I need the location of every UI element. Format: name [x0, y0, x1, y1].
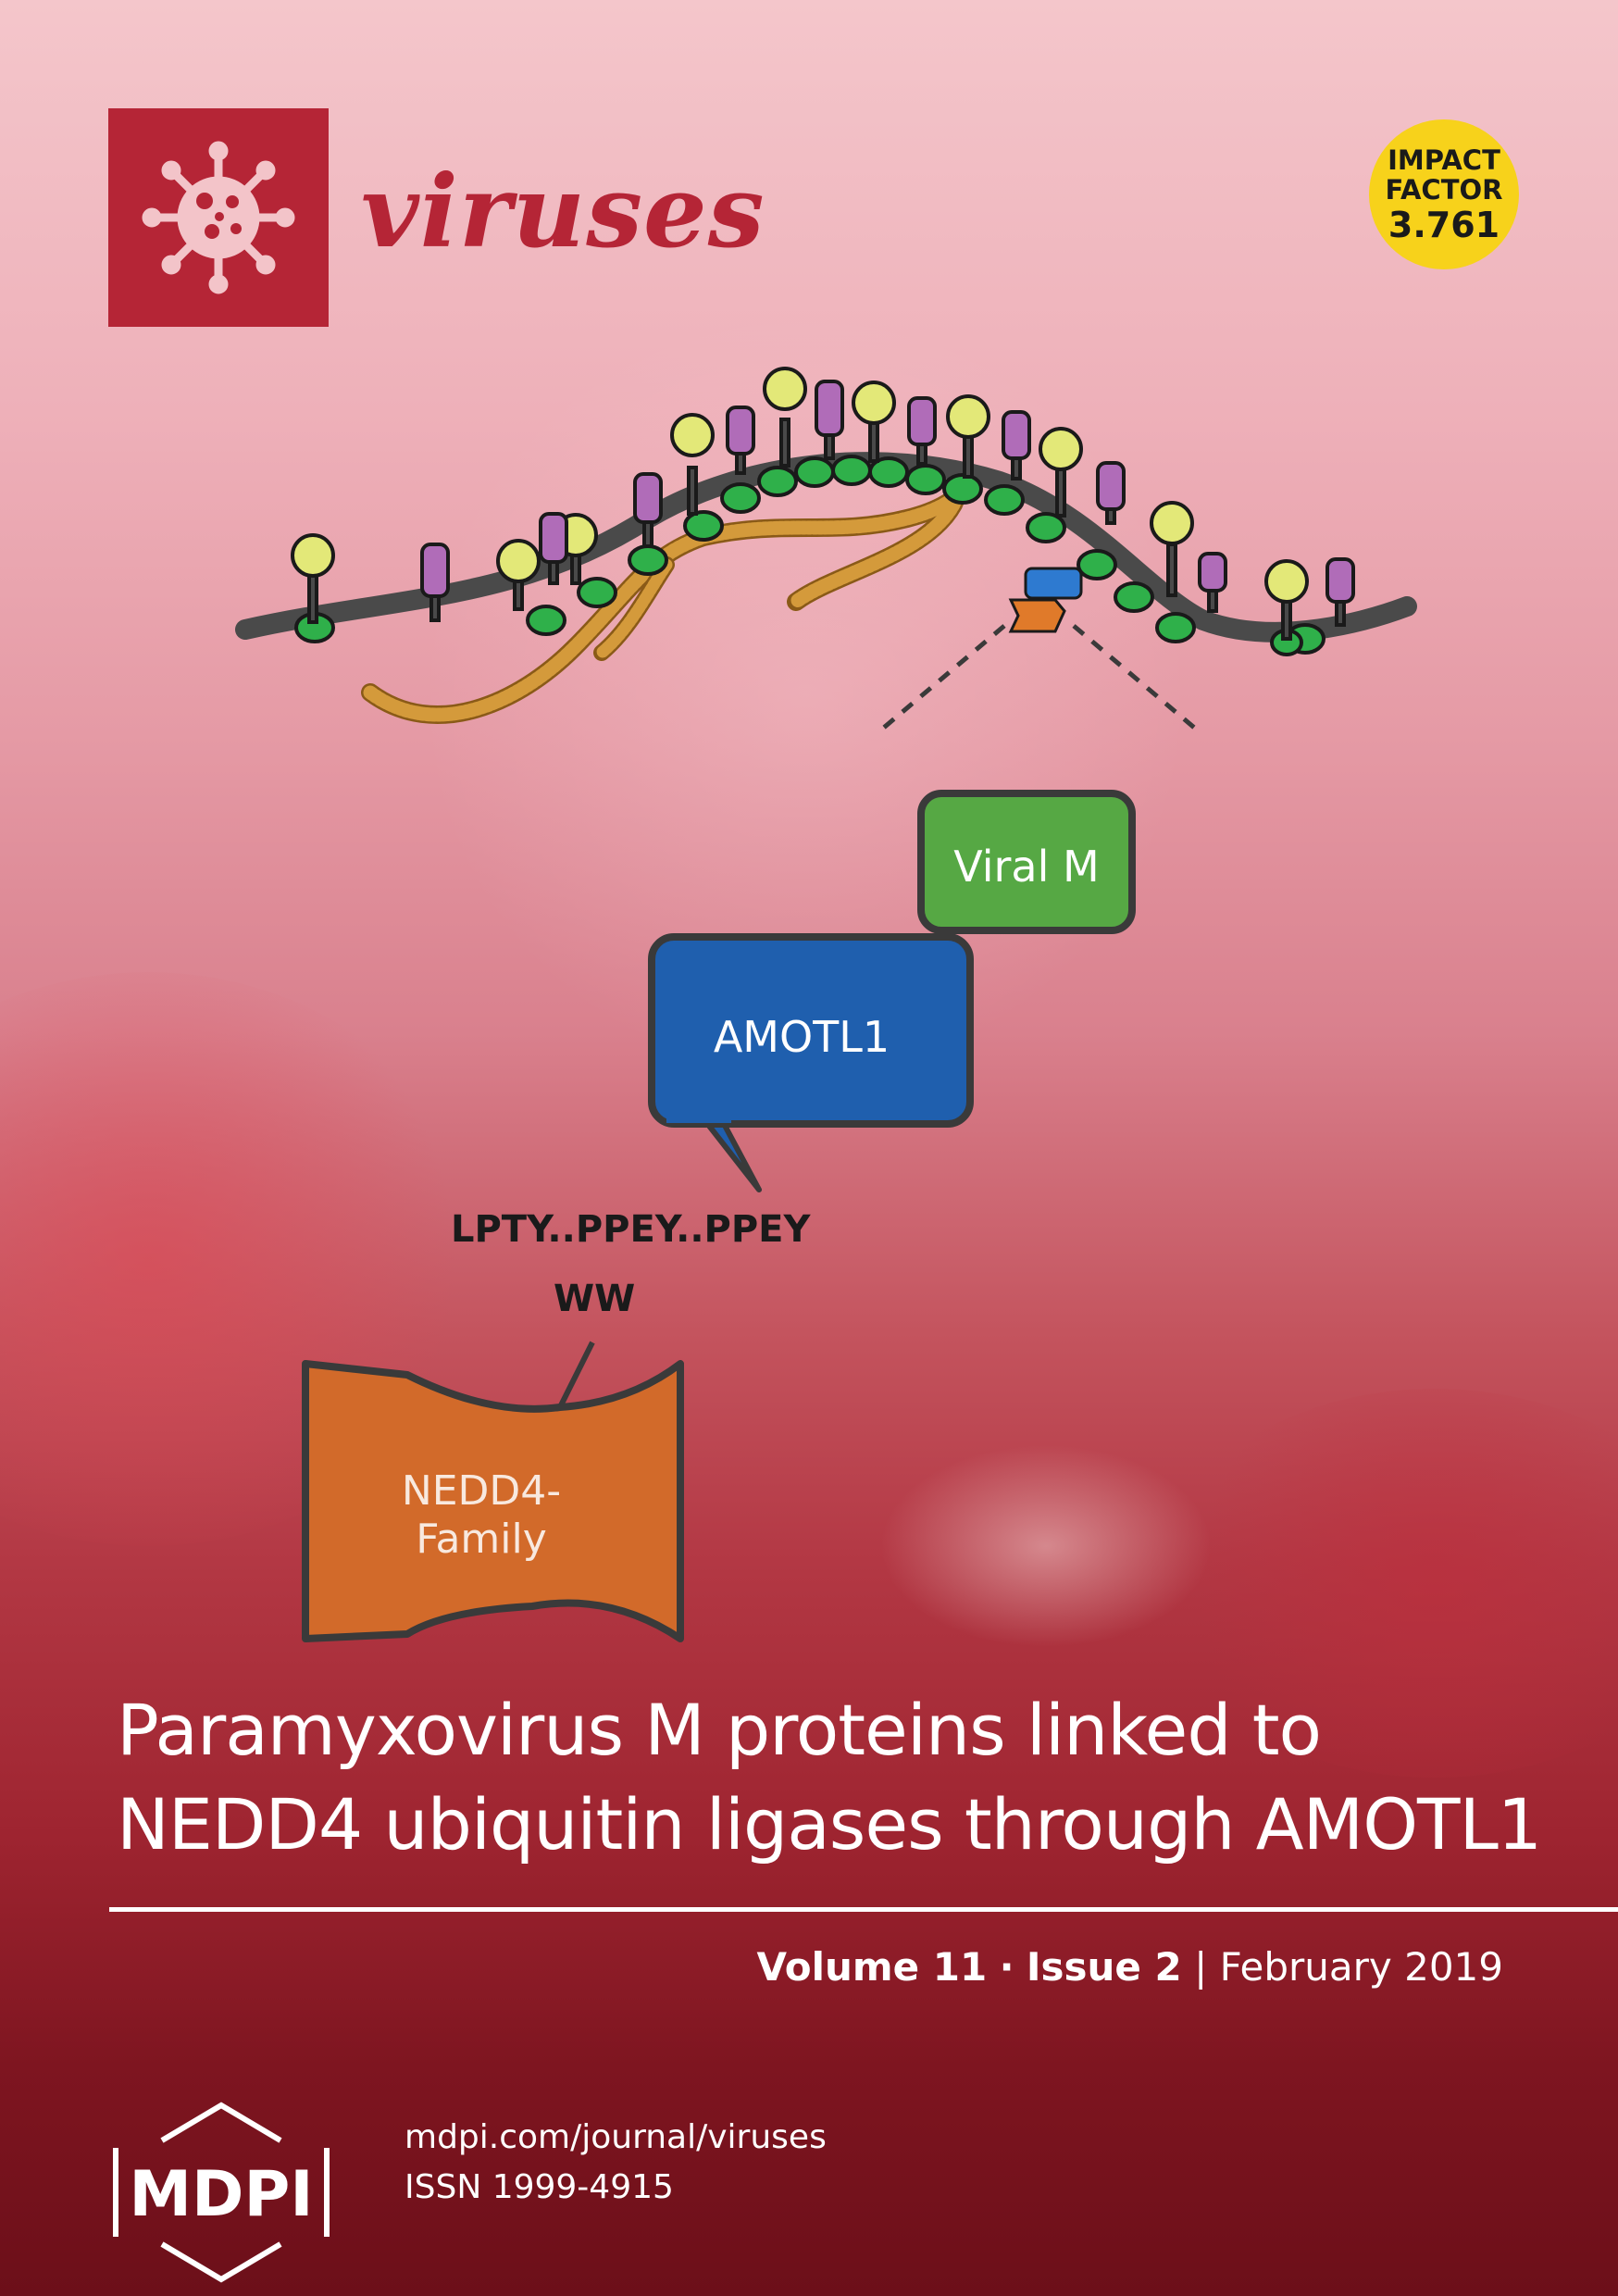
fusion-glycoproteins: [420, 380, 1355, 627]
impact-factor-badge: IMPACT FACTOR 3.761: [1369, 119, 1519, 269]
issue-label: Issue 2: [1026, 1944, 1182, 1990]
amotl1-box: AMOTL1: [648, 933, 974, 1192]
matrix-proteins: [294, 455, 1326, 656]
viral-membrane: [235, 452, 1417, 643]
hexagon-icon: [113, 2102, 330, 2283]
cover-diagram: Viral M AMOTL1 NEDD4- Family: [235, 367, 1417, 1642]
issue-date: February 2019: [1219, 1944, 1503, 1990]
attachment-glycoproteins: [291, 367, 1309, 641]
title-line-2: NEDD4 ubiquitin ligases through AMOTL1: [117, 1783, 1542, 1866]
virus-icon: [142, 141, 295, 294]
title-divider: [109, 1907, 1618, 1912]
issue-info: Volume 11 · Issue 2 | February 2019: [757, 1944, 1503, 1990]
nedd4-family-box: NEDD4- Family: [302, 1341, 684, 1642]
zoom-lines: [877, 624, 1201, 733]
journal-logo: [108, 108, 329, 327]
motif-sequence: LPTY..PPEY..PPEY: [451, 1208, 811, 1251]
impact-label: IMPACT: [1388, 144, 1500, 176]
issn: ISSN 1999-4915: [404, 2168, 674, 2206]
factor-label: FACTOR: [1385, 174, 1503, 206]
date-divider: |: [1194, 1944, 1208, 1990]
mdpi-wordmark: MDPI: [129, 2158, 313, 2231]
nedd4-marker: [1008, 598, 1066, 633]
mdpi-logo: MDPI: [113, 2102, 330, 2283]
journal-name: viruses: [361, 154, 765, 270]
ww-domain-label: WW: [554, 1278, 636, 1320]
viral-m-box: Viral M: [917, 790, 1136, 934]
article-title: Paramyxovirus M proteins linked to NEDD4…: [117, 1683, 1598, 1872]
volume-label: Volume 11: [756, 1944, 988, 1990]
title-line-1: Paramyxovirus M proteins linked to: [117, 1689, 1322, 1771]
amotl1-label: AMOTL1: [714, 1012, 890, 1062]
nedd4-label-line2: Family: [416, 1516, 547, 1563]
amotl1-marker: [1024, 567, 1083, 600]
issue-separator: ·: [999, 1944, 1014, 1990]
rna-strand: [361, 485, 967, 724]
nedd4-label-line1: NEDD4-: [402, 1467, 561, 1515]
journal-url[interactable]: mdpi.com/journal/viruses: [404, 2118, 827, 2156]
impact-factor-value: 3.761: [1388, 205, 1500, 245]
viral-m-label: Viral M: [953, 842, 1099, 892]
